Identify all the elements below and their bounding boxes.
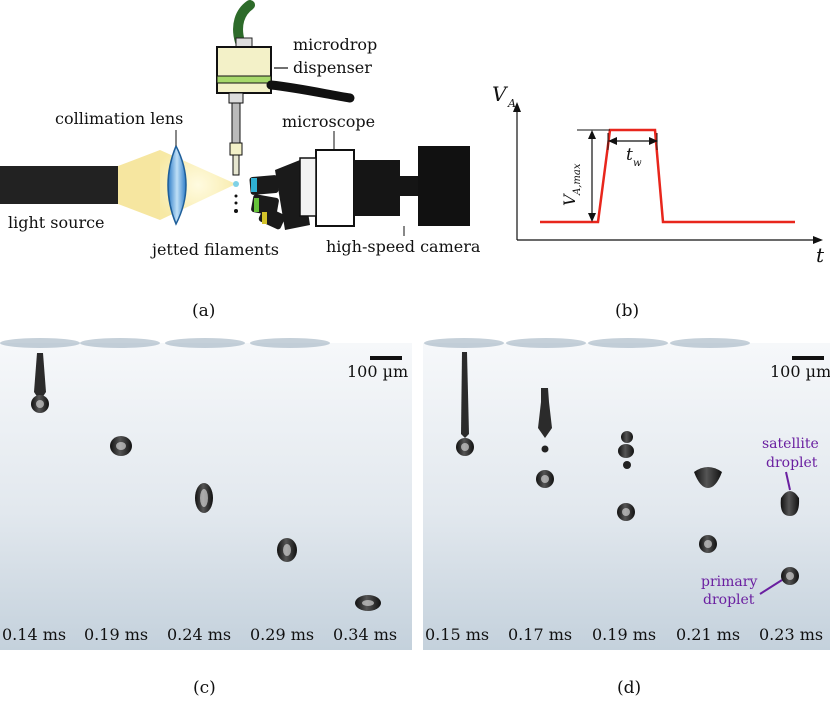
jetted-drop <box>233 181 239 187</box>
satellite-drop <box>780 491 800 516</box>
droplet-highlight <box>200 489 208 507</box>
tw-label: t <box>626 145 633 165</box>
light-beam <box>118 150 160 220</box>
timestamp: 0.21 ms <box>676 625 740 644</box>
tw-arrowhead-left <box>608 137 617 145</box>
microscope-ring <box>299 157 317 217</box>
camera-lens-barrel <box>354 160 400 216</box>
dispenser-neck <box>228 92 244 104</box>
nozzle-shadow <box>588 338 668 348</box>
satellite-drop <box>623 461 631 469</box>
primary-label-line2: droplet <box>703 592 755 608</box>
droplet-highlight <box>622 508 630 516</box>
panel-d-image-sequence: satellite droplet primary droplet 100 µm… <box>423 338 830 698</box>
camera-body <box>418 146 470 226</box>
voltage-pulse-trace <box>540 128 795 224</box>
label-light-source: light source <box>8 213 105 232</box>
satellite-label-line1: satellite <box>762 436 819 452</box>
y-axis-arrow <box>513 102 521 112</box>
caption-a: (a) <box>192 301 215 321</box>
satellite-label-line2: droplet <box>766 455 818 471</box>
droplet-highlight <box>704 540 712 548</box>
jetted-drop <box>234 194 238 198</box>
timestamp: 0.17 ms <box>508 625 572 644</box>
tw-label-sub: w <box>633 158 642 169</box>
dispenser-body <box>216 46 272 94</box>
nozzle-shadow <box>250 338 330 348</box>
primary-pointer-line <box>759 579 783 595</box>
microscope-body <box>315 149 355 227</box>
dispenser-cable-green <box>233 0 255 47</box>
camera-connector <box>400 176 420 196</box>
x-axis-label: t <box>816 243 825 267</box>
nozzle-shadow <box>506 338 586 348</box>
primary-label-line1: primary <box>701 574 757 590</box>
dispenser-stripe <box>216 75 272 84</box>
vmax-arrowhead-bottom <box>588 213 596 222</box>
label-microdrop: microdrop <box>293 35 377 54</box>
satellite-pointer-line <box>785 471 791 491</box>
timestamp: 0.14 ms <box>2 625 66 644</box>
x-axis-arrow <box>813 236 823 244</box>
light-source-body <box>0 166 118 204</box>
panel-d-background <box>423 343 830 650</box>
droplet-filament <box>34 353 46 398</box>
jetted-drop <box>234 201 238 205</box>
satellite-drop <box>621 431 633 443</box>
droplet-filament <box>461 352 469 438</box>
y-axis-label-sub: A <box>507 97 516 110</box>
droplet-highlight <box>283 544 291 556</box>
panel-c-image-sequence: 100 µm 0.14 ms 0.19 ms 0.24 ms 0.29 ms 0… <box>0 338 412 698</box>
droplet-highlight <box>36 400 44 408</box>
scale-bar-label: 100 µm <box>347 362 408 381</box>
timestamp: 0.29 ms <box>250 625 314 644</box>
timestamp: 0.23 ms <box>759 625 823 644</box>
timestamp: 0.15 ms <box>425 625 489 644</box>
dispenser-tip <box>232 154 240 176</box>
dispenser-nozzle <box>229 142 243 156</box>
collimation-lens <box>167 144 187 226</box>
label-microscope: microscope <box>282 112 375 131</box>
nozzle-shadow <box>165 338 245 348</box>
nozzle-shadow <box>424 338 504 348</box>
nozzle-shadow <box>0 338 80 348</box>
dispenser-tube <box>231 102 241 144</box>
panel-a-setup-diagram: microdrop dispenser collimation lens mic… <box>0 0 481 321</box>
label-dispenser: dispenser <box>293 58 372 77</box>
droplet-highlight <box>116 442 126 450</box>
label-collimation-lens: collimation lens <box>55 109 183 128</box>
timestamp: 0.19 ms <box>592 625 656 644</box>
droplet-highlight <box>541 475 549 483</box>
droplet-highlight <box>461 443 469 451</box>
nozzle-shadow <box>670 338 750 348</box>
satellite-drop <box>618 444 634 458</box>
jetted-drop <box>234 209 238 213</box>
nozzle-shadow <box>80 338 160 348</box>
satellite-drop <box>541 445 549 453</box>
caption-d: (d) <box>617 678 641 698</box>
scale-bar <box>370 356 402 360</box>
vmax-arrowhead-top <box>588 130 596 139</box>
vmax-label-sub: A,max <box>572 163 583 196</box>
vmax-label: V <box>560 193 579 206</box>
tw-arrowhead-right <box>649 137 658 145</box>
caption-b: (b) <box>615 301 639 321</box>
timestamp: 0.34 ms <box>333 625 397 644</box>
label-jetted-filaments: jetted filaments <box>150 240 279 259</box>
y-axis-label: V <box>492 82 509 106</box>
droplet-highlight <box>362 600 374 606</box>
satellite-drop <box>694 467 722 488</box>
scale-bar-label: 100 µm <box>770 362 830 381</box>
label-high-speed-camera: high-speed camera <box>326 237 481 256</box>
panel-b-voltage-pulse: V A t V A,max t w (b) <box>492 82 825 321</box>
scale-bar <box>792 356 824 360</box>
timestamp: 0.24 ms <box>167 625 231 644</box>
caption-c: (c) <box>193 678 216 698</box>
droplet-highlight <box>786 572 794 580</box>
dispenser-cable-black <box>266 80 355 103</box>
timestamp: 0.19 ms <box>84 625 148 644</box>
droplet-filament <box>538 388 552 438</box>
